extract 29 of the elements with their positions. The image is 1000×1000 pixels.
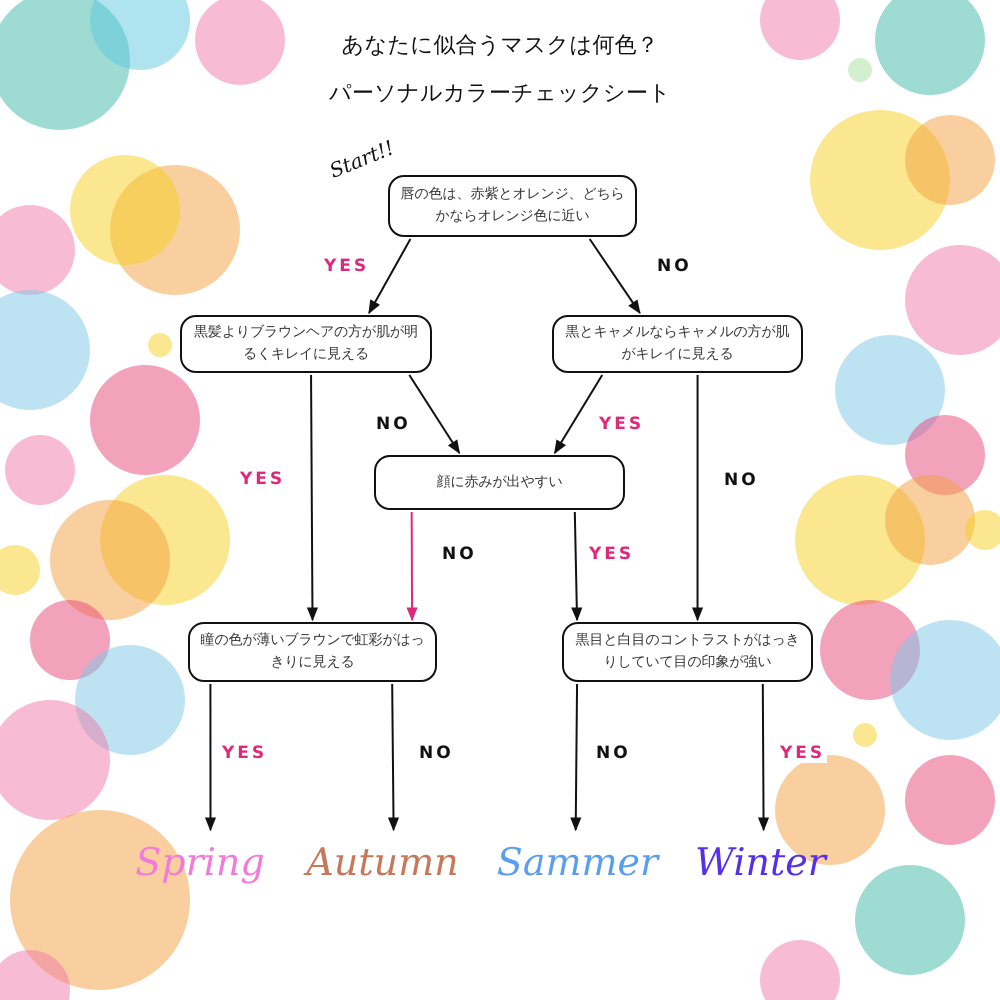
arrow bbox=[368, 238, 412, 314]
question-text: 黒髪よりブラウンヘアの方が肌が明るくキレイに見える bbox=[193, 323, 419, 364]
question-box bbox=[180, 315, 432, 373]
result-label: Winter bbox=[695, 840, 826, 884]
edge-label: YES bbox=[778, 743, 828, 763]
question-box bbox=[374, 455, 625, 510]
question-text: 瞳の色が薄いブラウンで虹彩がはっきりに見える bbox=[200, 631, 426, 672]
question-box bbox=[188, 622, 437, 682]
question-text: 顔に赤みが出やすい bbox=[436, 472, 564, 492]
arrow bbox=[388, 684, 400, 832]
arrow bbox=[692, 375, 704, 622]
arrow bbox=[758, 684, 770, 832]
arrow bbox=[588, 238, 641, 314]
arrow bbox=[571, 512, 582, 622]
arrow bbox=[570, 684, 582, 832]
question-text: 黒目と白目のコントラストがはっきりしていて目の印象が強い bbox=[574, 631, 800, 672]
question-text: 黒とキャメルならキャメルの方が肌がキレイに見える bbox=[564, 323, 790, 364]
arrow bbox=[408, 374, 460, 454]
title: あなたに似合うマスクは何色？ bbox=[340, 32, 660, 60]
result-label: Autumn bbox=[306, 840, 459, 884]
question-box bbox=[552, 315, 803, 373]
arrow bbox=[306, 375, 318, 622]
question-text: 唇の色は、赤紫とオレンジ、どちらかならオレンジ色に近い bbox=[400, 185, 626, 226]
subtitle: パーソナルカラーチェックシート bbox=[328, 80, 672, 108]
arrow bbox=[406, 512, 418, 622]
question-box bbox=[562, 622, 813, 682]
arrow bbox=[554, 374, 604, 454]
arrow bbox=[204, 684, 216, 832]
result-label: Sammer bbox=[496, 840, 658, 884]
